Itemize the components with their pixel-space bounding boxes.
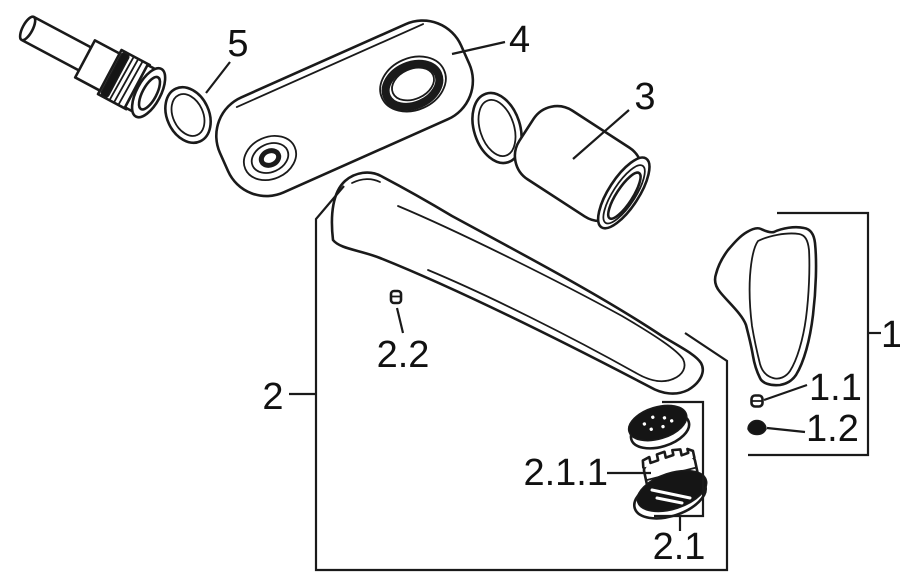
callout-label-2-1-1: 2.1.1 [523,452,608,494]
leader-part-3 [572,109,630,160]
aerator-seal [633,469,708,520]
leader-part-5 [205,61,231,94]
stem-o-ring-band [100,52,130,98]
callout-label-1: 1 [881,314,900,356]
leader-part-4 [451,40,506,56]
aerator-mesh-disc [627,404,691,450]
callout-label-2: 2 [262,376,283,418]
callout-label-3: 3 [634,76,655,118]
screw-2-2 [389,289,403,305]
handle [713,225,818,387]
leader-part-1-1 [763,383,808,402]
castellated-teeth [641,447,696,469]
callout-label-4: 4 [509,19,530,61]
screw-1-1 [750,394,764,408]
callout-label-1-1: 1.1 [809,367,862,409]
bracket-part-2 [314,185,729,572]
callout-label-1-2: 1.2 [806,408,859,450]
valve-stem-part [18,15,167,119]
o-ring-5 [164,85,212,145]
o-ring-seal [471,91,523,165]
bracket-part-2-1 [654,400,705,518]
sleeve-cylinder [513,104,651,230]
leader-part-1-2 [766,426,806,434]
callout-label-5: 5 [227,23,248,65]
plate-small-hole [242,134,298,182]
callout-label-2-1: 2.1 [653,526,706,568]
callout-label-2-2: 2.2 [377,334,430,376]
escutcheon-plate [215,19,475,198]
spout [330,171,705,395]
plug-1-2 [747,419,767,436]
plate-large-hole [379,55,447,113]
leader-part-2-2 [395,307,405,334]
